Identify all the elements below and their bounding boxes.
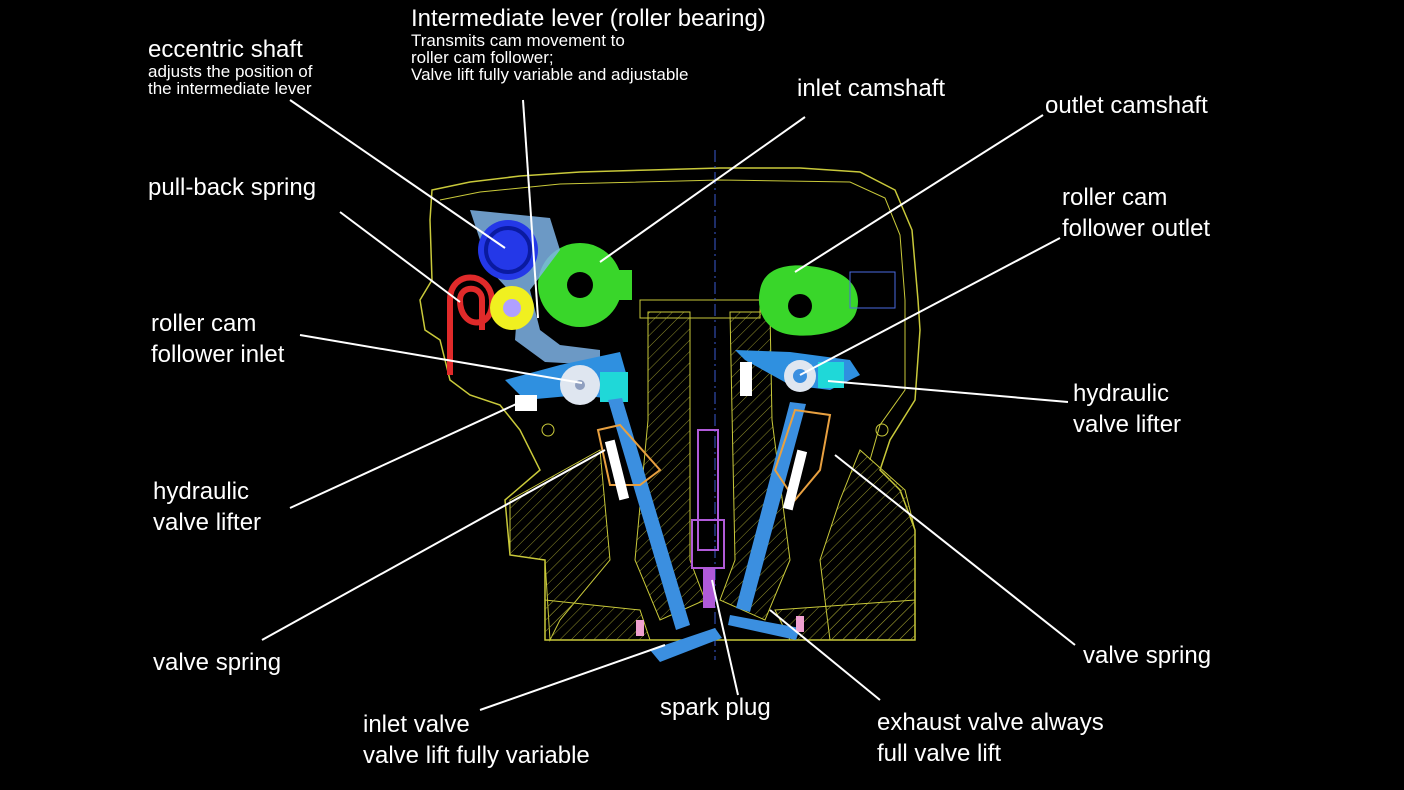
leader-outlet-camshaft [794, 114, 1044, 273]
inlet-valve-guide [604, 439, 630, 501]
inlet-hydraulic-lifter [600, 372, 628, 402]
label-hydraulic-valve-lifter-right: hydraulic valve lifter [1073, 378, 1181, 440]
roller-cam-inlet-line1: roller cam [151, 310, 257, 337]
label-valve-spring-right: valve spring [1083, 642, 1212, 669]
label-inlet-camshaft: inlet camshaft [797, 75, 946, 102]
leader-eccentric-shaft [289, 99, 506, 249]
inlet-valve-spring [596, 423, 662, 486]
eccentric-shaft-desc-2: the intermediate lever [148, 79, 312, 98]
outlet-cam-bearing [849, 271, 896, 309]
intermediate-lever-desc-2: roller cam follower; [411, 48, 554, 67]
inlet-valve-stem [608, 398, 690, 630]
exhaust-valve-stem [736, 402, 806, 612]
valve-seat-left [636, 620, 644, 636]
leader-roller-cam-outlet [799, 237, 1061, 376]
pullback-spring [447, 274, 496, 375]
exhaust-valve-line1: exhaust valve always [877, 709, 1104, 736]
leader-roller-cam-inlet [299, 334, 583, 384]
roller-cam-outlet-line2: follower outlet [1062, 215, 1211, 242]
intermediate-lever-title: Intermediate lever (roller bearing) [411, 5, 766, 32]
label-spark-plug: spark plug [660, 694, 771, 721]
valve-seat-right [796, 616, 804, 632]
outlet-hydraulic-lifter [818, 362, 844, 388]
exhaust-valve-head [728, 615, 800, 640]
hydraulic-right-line1: hydraulic [1073, 380, 1170, 407]
intermediate-lever-roller-bore [503, 299, 521, 317]
leader-inlet-camshaft [599, 116, 806, 263]
leader-hydraulic-left [289, 399, 526, 509]
leader-hydraulic-right [827, 380, 1069, 403]
spark-plug-tip [703, 568, 715, 608]
inlet-lifter-pad [515, 395, 537, 411]
eccentric-shaft-desc-1: adjusts the position of [148, 62, 313, 81]
leader-pullback-spring [339, 211, 461, 303]
exhaust-valve-spring [773, 408, 832, 502]
label-roller-cam-outlet: roller cam follower outlet [1062, 182, 1210, 244]
label-inlet-valve: inlet valve valve lift fully variable [363, 709, 590, 771]
leader-valve-spring-right [834, 454, 1076, 646]
inlet-valve-head [650, 628, 722, 662]
roller-cam-inlet-line2: follower inlet [151, 341, 285, 368]
inlet-valve-line2: valve lift fully variable [363, 742, 590, 769]
hydraulic-right-line2: valve lifter [1073, 411, 1182, 438]
label-intermediate-lever: Intermediate lever (roller bearing) Tran… [411, 3, 766, 83]
eccentric-shaft-ring [484, 226, 532, 274]
inlet-cam-bearing [610, 270, 632, 300]
exhaust-valve-line2: full valve lift [877, 740, 1002, 767]
label-exhaust-valve: exhaust valve always full valve lift [877, 707, 1104, 769]
outlet-lifter-pad [740, 362, 752, 396]
label-hydraulic-valve-lifter-left: hydraulic valve lifter [153, 476, 261, 538]
label-valve-spring-left: valve spring [153, 649, 282, 676]
exhaust-valve-guide [782, 449, 808, 511]
roller-cam-outlet-line1: roller cam [1062, 184, 1168, 211]
leader-valve-spring-left [261, 449, 606, 641]
hydraulic-left-line1: hydraulic [153, 478, 250, 505]
label-pullback-spring: pull-back spring [148, 174, 317, 201]
label-eccentric-shaft: eccentric shaft adjusts the position of … [148, 34, 312, 97]
eccentric-shaft-title: eccentric shaft [148, 36, 303, 63]
outlet-roller-bore [793, 369, 807, 383]
cylinder-head-inner-outline [439, 179, 906, 461]
spark-plug-body [697, 429, 719, 551]
inlet-valve-line1: inlet valve [363, 711, 470, 738]
leader-exhaust-valve [769, 609, 881, 701]
leader-intermediate-lever [522, 99, 539, 319]
outlet-camshaft-bore [788, 294, 812, 318]
label-outlet-camshaft: outlet camshaft [1045, 92, 1208, 119]
bolt-right [875, 423, 889, 437]
intermediate-lever-desc-1: Transmits cam movement to [411, 31, 625, 50]
spark-plug-hex [691, 519, 725, 569]
hydraulic-left-line2: valve lifter [153, 509, 262, 536]
leader-inlet-valve [479, 644, 666, 711]
intermediate-lever-desc-3: Valve lift fully variable and adjustable [411, 65, 689, 84]
leader-spark-plug [711, 579, 739, 696]
bolt-left [541, 423, 555, 437]
label-roller-cam-inlet: roller cam follower inlet [151, 308, 284, 370]
inlet-camshaft-bore [567, 272, 593, 298]
spark-plug-well-right-wall [719, 311, 791, 621]
